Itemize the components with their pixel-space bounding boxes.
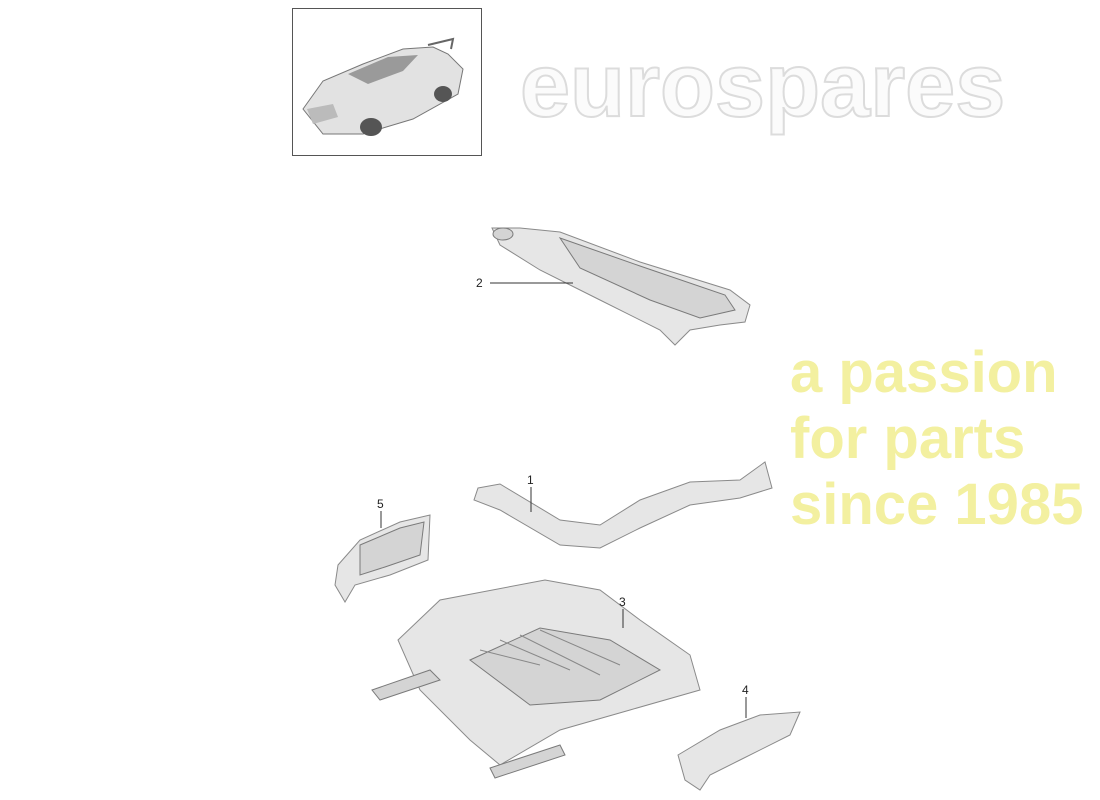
part-1-shape[interactable] [473,461,773,549]
part-2-shape[interactable] [491,227,751,346]
part-label-2[interactable]: 2 [476,276,483,290]
part-label-3[interactable]: 3 [619,595,626,609]
part-label-1[interactable]: 1 [527,473,534,487]
part-3-shape[interactable] [371,579,701,779]
car-thumbnail [292,8,482,156]
watermark-brand: eurospares [519,35,1006,137]
part-5-shape[interactable] [334,514,431,603]
watermark-tagline: a passion for parts since 1985 [790,340,1084,537]
part-label-5[interactable]: 5 [377,497,384,511]
car-icon [302,37,464,136]
part-4-shape[interactable] [677,711,801,791]
part-label-4[interactable]: 4 [742,683,749,697]
